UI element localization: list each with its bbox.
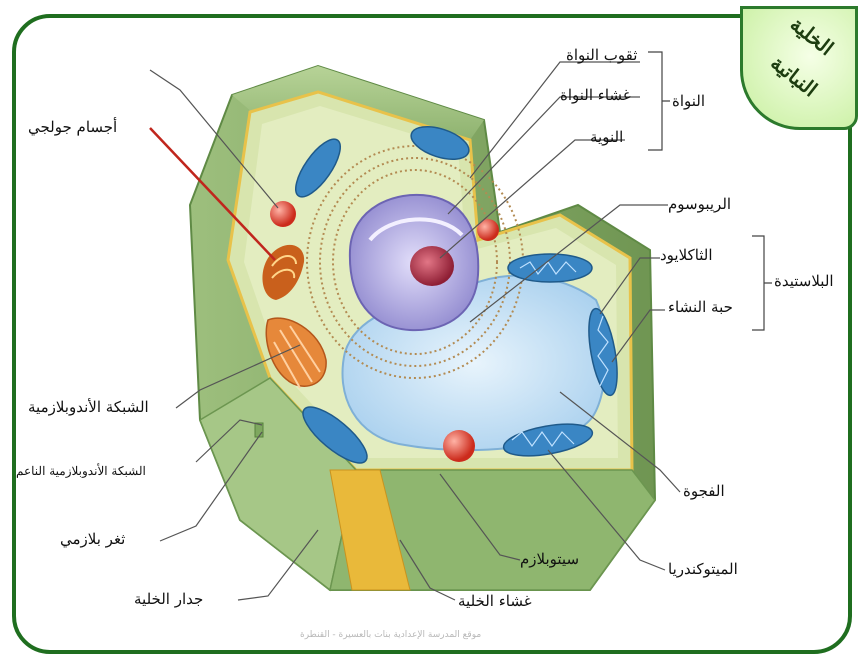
label-nuclear-envelope: غشاء النواة <box>560 86 631 104</box>
label-cytoplasm: سيتوبلازم <box>520 550 579 568</box>
label-nucleolus: النوية <box>590 128 623 146</box>
label-rough-er: الشبكة الأندوبلازمية الناعم <box>16 464 146 478</box>
label-vacuole: الفجوة <box>683 482 725 500</box>
label-cell-wall: جدار الخلية <box>134 590 203 608</box>
label-golgi: أجسام جولجي <box>28 118 117 136</box>
plastid-bracket <box>752 236 772 330</box>
label-mitochondria: الميتوكندريا <box>668 560 738 578</box>
label-cell-membrane: غشاء الخلية <box>458 592 532 610</box>
ribosome-ball-1 <box>270 201 296 227</box>
ribosome-ball-3 <box>443 430 475 462</box>
label-ribosome: الريبوسوم <box>668 195 731 213</box>
label-nuclear-pores: ثقوب النواة <box>566 46 637 64</box>
label-thylakoid: الثاكلايود <box>660 246 713 264</box>
label-plasmodesma: ثغر بلازمي <box>60 530 125 548</box>
label-nucleus: النواة <box>672 92 705 110</box>
credit-text: موقع المدرسة الإعدادية بنات بالعسيرة - ا… <box>300 630 481 640</box>
nucleus-bracket <box>648 52 670 150</box>
label-plastid: البلاستيدة <box>774 272 834 290</box>
label-starch-grain: حبة النشاء <box>668 298 733 316</box>
label-smooth-er: الشبكة الأندوبلازمية <box>28 398 149 416</box>
